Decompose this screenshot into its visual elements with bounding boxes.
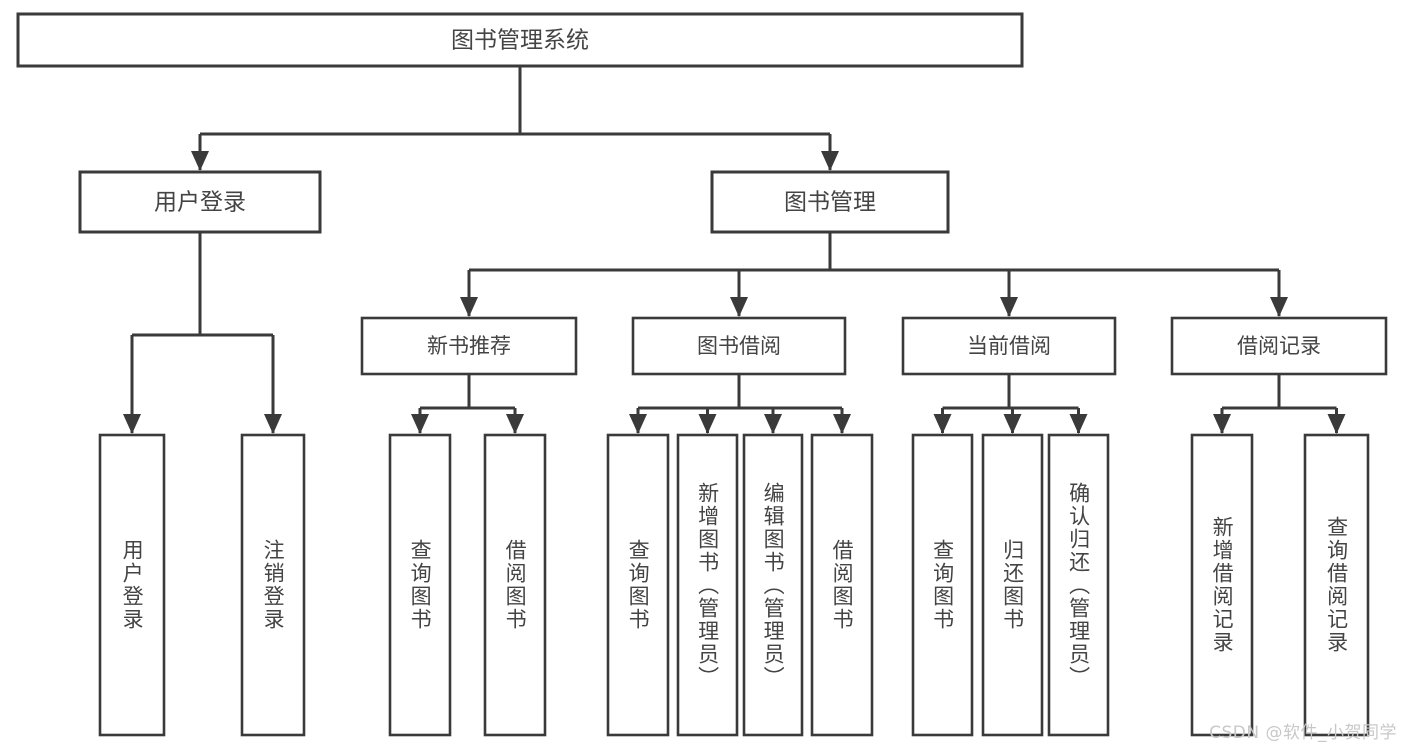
node-label: 借阅记录 (1237, 334, 1321, 358)
arrow-head-icon (1213, 414, 1231, 434)
node-level2-0[interactable] (360, 316, 578, 376)
node-leaf-6[interactable] (742, 433, 804, 737)
node-label: 用户登录 (154, 190, 246, 216)
box-layer (16, 12, 1388, 737)
node-leaf-3[interactable] (483, 433, 547, 737)
node-label: 图书借阅 (697, 334, 781, 358)
node-leaf-7[interactable] (810, 433, 874, 737)
node-leaf-11[interactable] (1190, 433, 1254, 737)
arrow-head-icon (123, 414, 141, 434)
connector-layer (123, 66, 1346, 434)
arrow-head-icon (629, 414, 647, 434)
node-leaf-4[interactable] (606, 433, 670, 737)
node-leaf-0[interactable] (98, 433, 166, 737)
node-level2-2[interactable] (901, 316, 1117, 376)
node-level1-0[interactable] (78, 170, 322, 234)
arrow-head-icon (1270, 297, 1288, 317)
node-label: 图书管理 (784, 190, 876, 216)
node-level2-3[interactable] (1170, 316, 1388, 376)
node-label: 当前借阅 (967, 334, 1051, 358)
arrow-head-icon (730, 297, 748, 317)
arrow-head-icon (1000, 297, 1018, 317)
arrow-head-icon (1003, 414, 1022, 434)
node-label: 图书管理系统 (451, 28, 589, 54)
node-level1-1[interactable] (710, 170, 950, 234)
arrow-head-icon (821, 151, 839, 171)
node-leaf-12[interactable] (1303, 433, 1370, 737)
arrow-head-icon (191, 151, 209, 171)
arrow-head-icon (1327, 414, 1346, 434)
arrow-head-icon (460, 297, 478, 317)
node-leaf-8[interactable] (911, 433, 974, 737)
arrow-head-icon (411, 414, 429, 434)
node-leaf-1[interactable] (240, 433, 306, 737)
node-leaf-10[interactable] (1047, 433, 1110, 737)
node-level2-1[interactable] (631, 316, 847, 376)
node-leaf-2[interactable] (388, 433, 452, 737)
node-label: 新书推荐 (427, 334, 511, 358)
arrow-head-icon (833, 414, 851, 434)
arrow-head-icon (764, 414, 782, 434)
node-root[interactable] (16, 12, 1024, 68)
arrow-head-icon (1069, 414, 1088, 434)
node-leaf-9[interactable] (981, 433, 1044, 737)
arrow-head-icon (933, 414, 952, 434)
arrow-head-icon (506, 414, 524, 434)
watermark-text: CSDN @软件_小贺同学 (1209, 723, 1397, 743)
arrow-head-icon (264, 414, 282, 434)
arrow-head-icon (698, 414, 717, 434)
node-leaf-5[interactable] (676, 433, 739, 737)
